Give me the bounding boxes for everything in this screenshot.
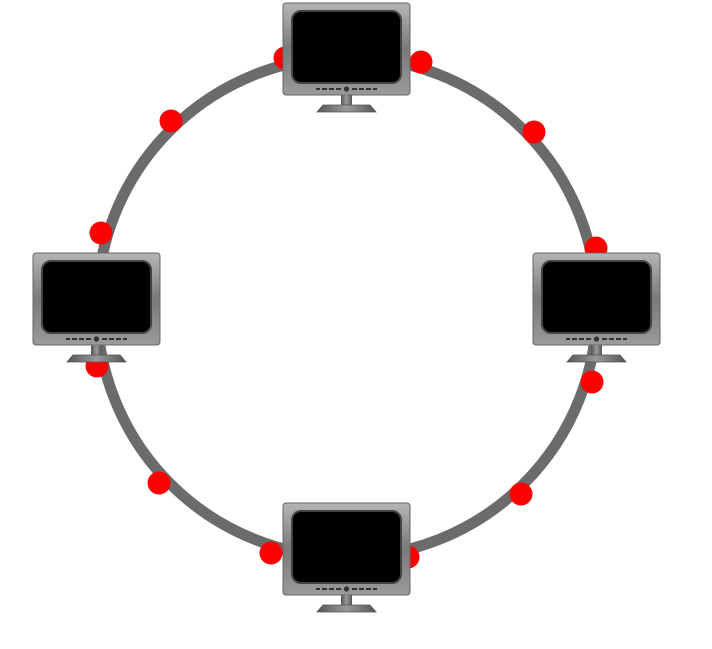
connector-dot — [409, 50, 433, 74]
monitor-icon — [532, 252, 661, 363]
connector-dot — [522, 120, 546, 144]
connector-dot — [259, 541, 283, 565]
connector-dot — [580, 370, 604, 394]
connector-dot — [509, 482, 533, 506]
connector-dot — [89, 221, 113, 245]
connector-dot — [159, 109, 183, 133]
monitor-icon — [282, 2, 411, 113]
monitor-icon — [32, 252, 161, 363]
connector-dot — [147, 471, 171, 495]
monitor-icon — [282, 502, 411, 613]
